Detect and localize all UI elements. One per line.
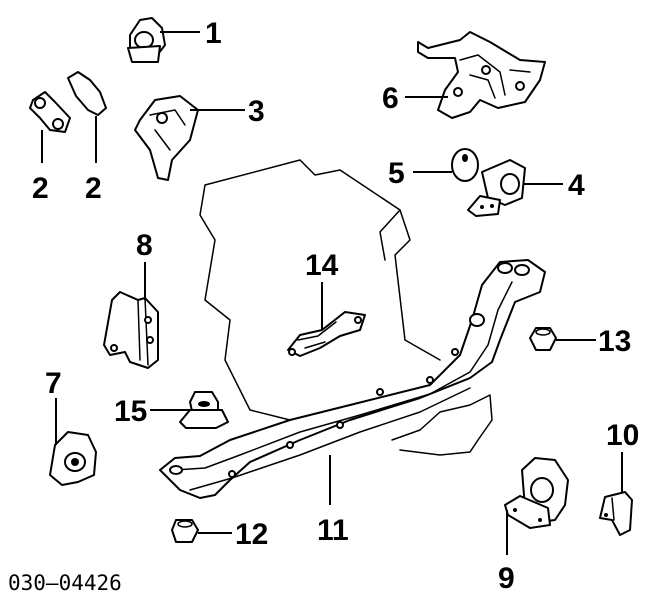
figure-code: 030–04426 (8, 571, 122, 595)
callout-3: 3 (248, 95, 265, 128)
callout-14: 14 (305, 249, 339, 282)
callout-5: 5 (388, 157, 405, 190)
part-2-bracket: 2 (29, 91, 71, 205)
callout-12: 12 (235, 518, 268, 551)
callout-4: 4 (568, 169, 585, 202)
callout-7: 7 (45, 367, 62, 400)
part-8-bracket: 8 (103, 229, 159, 369)
part-9-mount: 9 (498, 457, 569, 595)
callout-6: 6 (382, 82, 399, 115)
callout-11: 11 (317, 514, 349, 547)
part-1-mount: 1 (127, 17, 222, 63)
part-4-mount: 4 (467, 159, 585, 217)
callout-1: 1 (205, 17, 222, 50)
callout-8: 8 (136, 229, 153, 262)
callout-15: 15 (114, 395, 147, 428)
engine-block-outline (199, 159, 493, 456)
part-11-crossmember: 11 (159, 259, 546, 547)
part-2-pad: 2 (67, 71, 107, 205)
callout-2a: 2 (32, 172, 49, 205)
part-6-bracket: 6 (382, 31, 546, 119)
callout-9: 9 (498, 562, 515, 595)
part-15-mount: 15 (114, 391, 229, 429)
callout-2b: 2 (85, 172, 102, 205)
part-3-bracket: 3 (134, 95, 265, 181)
part-7-mount: 7 (45, 367, 97, 486)
part-14-bracket: 14 (287, 249, 366, 357)
part-12-nut: 12 (171, 518, 268, 551)
part-13-nut: 13 (529, 325, 631, 358)
callout-13: 13 (598, 325, 631, 358)
callout-10: 10 (606, 419, 639, 452)
part-10-bracket: 10 (599, 419, 639, 536)
part-5-washer: 5 (388, 148, 479, 190)
